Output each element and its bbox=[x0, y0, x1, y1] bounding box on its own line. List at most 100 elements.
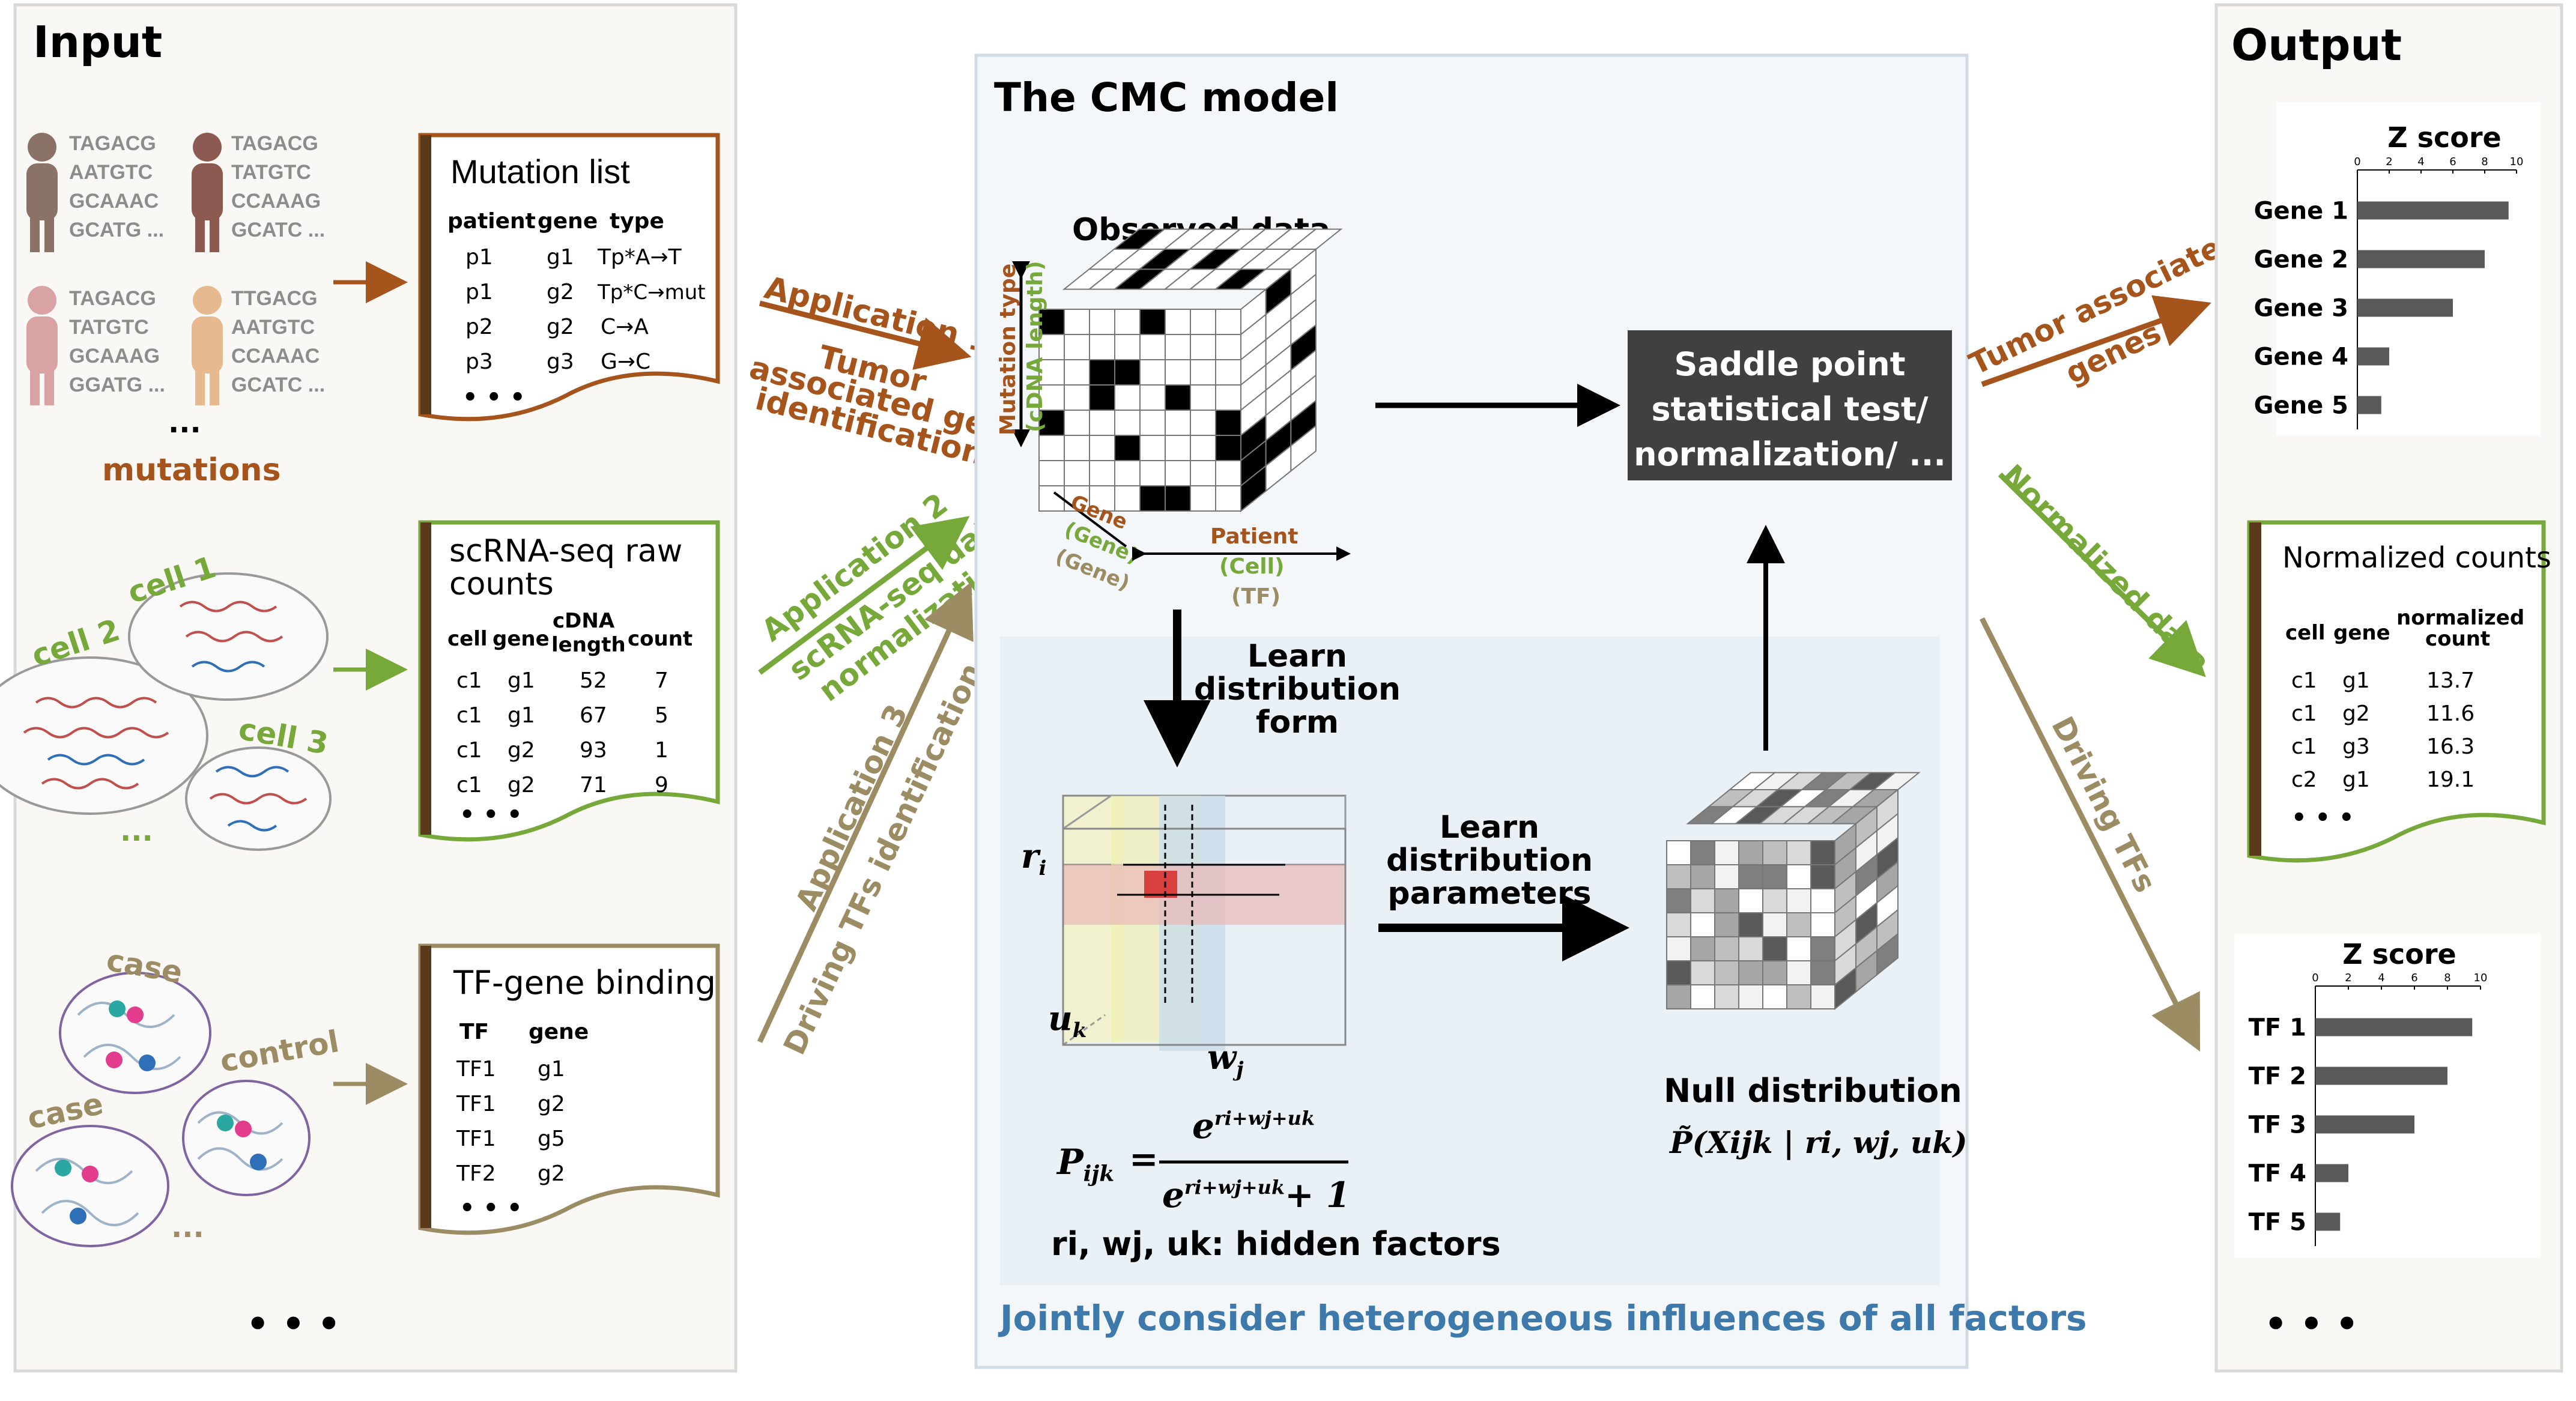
cube-cell bbox=[1786, 960, 1811, 985]
cube-cell bbox=[1190, 359, 1216, 386]
cube-cell bbox=[1738, 936, 1763, 961]
cube-cell bbox=[1666, 840, 1691, 865]
doc-title: Mutation list bbox=[450, 153, 630, 190]
cube-cell bbox=[1215, 384, 1241, 411]
cell: 19.1 bbox=[2426, 767, 2474, 792]
null-distribution-cube bbox=[1666, 772, 1921, 1011]
more-outputs: • • • bbox=[2264, 1303, 2359, 1345]
learn-form-label: form bbox=[1256, 704, 1339, 740]
input-title: Input bbox=[33, 17, 162, 67]
cube-cell bbox=[1089, 384, 1115, 411]
cell: TF1 bbox=[456, 1092, 496, 1116]
sequence-line: GCAAAG bbox=[69, 345, 160, 368]
cell: 11.6 bbox=[2426, 701, 2474, 726]
cube-cell bbox=[1089, 460, 1115, 486]
cell: g1 bbox=[2342, 767, 2370, 792]
input-panel: Input TAGACG AATGTC GCAAAC GCATG ... TAG… bbox=[0, 3, 738, 1373]
cube-cell bbox=[1064, 309, 1090, 335]
cell: 16.3 bbox=[2426, 734, 2474, 759]
cell: Tp*A→T bbox=[597, 245, 682, 270]
cell: C→A bbox=[601, 315, 649, 339]
cube-cell bbox=[1215, 460, 1241, 486]
svg-text:eri+wj+uk+ 1: eri+wj+uk+ 1 bbox=[1162, 1175, 1350, 1215]
bar bbox=[2315, 1115, 2414, 1134]
sequence-line: GCATC ... bbox=[231, 219, 325, 241]
cell: g3 bbox=[547, 349, 574, 374]
cmc-model-panel: The CMC model Observed data Mutation typ… bbox=[974, 53, 2087, 1369]
bar-label: TF 3 bbox=[2249, 1112, 2306, 1139]
cube-cell bbox=[1089, 410, 1115, 436]
cube-cell bbox=[1165, 460, 1191, 486]
cube-cell bbox=[1738, 864, 1763, 889]
cube-cell bbox=[1089, 359, 1115, 386]
cell: g2 bbox=[547, 315, 574, 339]
cell: g2 bbox=[538, 1092, 565, 1116]
ellipsis: • • • bbox=[462, 384, 526, 411]
col-header: cell bbox=[447, 627, 488, 651]
cube-cell bbox=[1139, 485, 1166, 512]
bar bbox=[2357, 347, 2389, 366]
cube-cell bbox=[1139, 460, 1166, 486]
cube-cell bbox=[1810, 888, 1835, 913]
bar bbox=[2315, 1018, 2473, 1036]
bar bbox=[2357, 298, 2453, 317]
cube-cell bbox=[1690, 912, 1715, 937]
svg-text:=: = bbox=[1129, 1139, 1159, 1179]
col-header: gene bbox=[529, 1020, 589, 1044]
cube-cell bbox=[1215, 485, 1241, 512]
doc-title: TF-gene binding bbox=[453, 964, 716, 1002]
cube-cell bbox=[1738, 840, 1763, 865]
cell: g1 bbox=[538, 1057, 565, 1082]
cube-cell bbox=[1114, 435, 1141, 461]
cube-cell bbox=[1114, 359, 1141, 386]
svg-text:eri+wj+uk: eri+wj+uk bbox=[1192, 1106, 1315, 1146]
cube-cell bbox=[1064, 460, 1090, 486]
cube-cell bbox=[1738, 912, 1763, 937]
observed-cube bbox=[1038, 228, 1343, 513]
cell: Tp*C→mut bbox=[597, 280, 706, 304]
cube-cell bbox=[1114, 309, 1141, 335]
cube-cell bbox=[1666, 864, 1691, 889]
cube-cell bbox=[1762, 888, 1787, 913]
sequence-line: CCAAAC bbox=[231, 345, 320, 368]
patient-icon bbox=[192, 133, 223, 252]
sequence-line: GCATC ... bbox=[231, 374, 325, 396]
tick-label: 0 bbox=[2312, 972, 2318, 984]
ellipsis: ... bbox=[120, 814, 153, 848]
protein-dots bbox=[55, 1000, 267, 1224]
bar bbox=[2315, 1212, 2341, 1231]
model-footer: Jointly consider heterogeneous influence… bbox=[998, 1298, 2087, 1339]
doc-title: scRNA-seq raw bbox=[449, 533, 682, 569]
cube-cell bbox=[1714, 984, 1739, 1009]
cube-cell bbox=[1786, 984, 1811, 1009]
bar bbox=[2357, 201, 2509, 220]
saddle-point-box bbox=[1628, 330, 1952, 480]
ellipsis: • • • bbox=[2291, 804, 2354, 832]
cube-cell bbox=[1666, 984, 1691, 1009]
patient-icon bbox=[26, 133, 58, 252]
r-label: ri bbox=[1021, 837, 1046, 880]
col-header: count bbox=[2425, 627, 2490, 651]
cube-cell bbox=[1714, 960, 1739, 985]
cube-cell bbox=[1190, 485, 1216, 512]
cube-cell bbox=[1114, 334, 1141, 360]
cube-cell bbox=[1810, 936, 1835, 961]
col-header: gene bbox=[492, 627, 550, 651]
ellipsis: ... bbox=[168, 406, 201, 440]
cube-cell bbox=[1190, 309, 1216, 335]
cube-cell bbox=[1064, 485, 1090, 512]
cube-cell bbox=[1666, 936, 1691, 961]
sequence-line: GGATG ... bbox=[69, 374, 165, 396]
cube-cell bbox=[1762, 984, 1787, 1009]
cube-cell bbox=[1810, 864, 1835, 889]
cube-cell bbox=[1786, 840, 1811, 865]
sequence-line: GCATG ... bbox=[69, 219, 164, 241]
cube-cell bbox=[1190, 460, 1216, 486]
cube-cell bbox=[1714, 912, 1739, 937]
cell: g2 bbox=[2342, 701, 2370, 726]
cell: c1 bbox=[2291, 701, 2317, 726]
sequence-line: TATGTC bbox=[231, 161, 311, 184]
col-header: type bbox=[610, 209, 664, 234]
cell: g2 bbox=[508, 773, 535, 797]
sequence-line: AATGTC bbox=[69, 161, 153, 184]
